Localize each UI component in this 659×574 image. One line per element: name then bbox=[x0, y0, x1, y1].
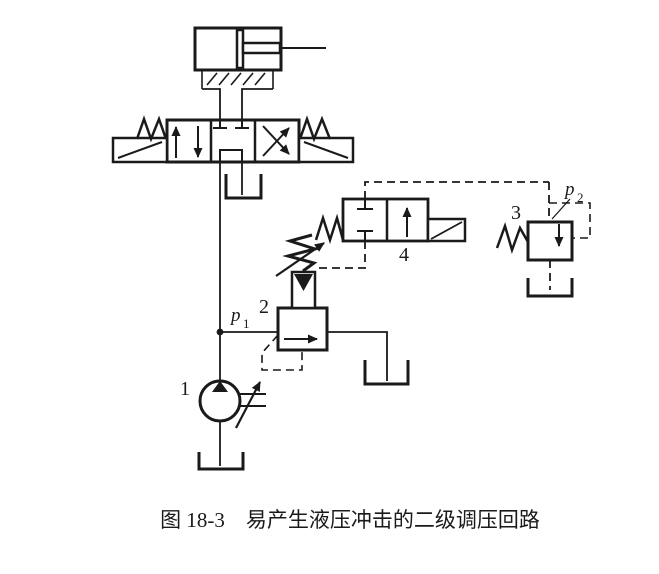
valve3-pilot-loop bbox=[549, 202, 591, 239]
blocked-position bbox=[357, 199, 373, 241]
pump-tank-icon bbox=[197, 452, 245, 471]
p1-label: p bbox=[229, 305, 241, 326]
pump-icon bbox=[197, 379, 266, 471]
solenoid-valve-icon bbox=[314, 181, 549, 269]
directional-valve-icon bbox=[111, 115, 355, 164]
valve3-tank-icon bbox=[526, 278, 574, 298]
piston-rod bbox=[241, 41, 282, 55]
left-solenoid-icon bbox=[111, 136, 169, 164]
right-spring-icon bbox=[298, 115, 332, 143]
pilot-cone-icon bbox=[294, 274, 313, 291]
pilot-line-to-valve2 bbox=[315, 241, 366, 269]
pilot-relief-valve-icon bbox=[261, 233, 410, 386]
left-spring-icon bbox=[135, 115, 168, 143]
relief-tank-icon bbox=[363, 360, 410, 386]
cylinder-mounting-hatch bbox=[201, 70, 274, 89]
p1-subscript: 1 bbox=[243, 316, 250, 331]
pressure-line bbox=[216, 162, 278, 381]
p2-label: p bbox=[563, 179, 575, 200]
adjustable-spring-icon bbox=[282, 233, 321, 273]
figure-caption: 图 18-3 易产生液压冲击的二级调压回路 bbox=[160, 508, 540, 532]
remote-relief-valve-icon bbox=[495, 182, 591, 298]
valve4-label: 4 bbox=[399, 244, 409, 266]
relief-outlet-line bbox=[327, 331, 388, 381]
variable-displacement-arrow bbox=[235, 381, 261, 429]
valve-position-center bbox=[213, 120, 249, 162]
valve-position-parallel bbox=[171, 126, 203, 158]
adjustment-arrow bbox=[275, 242, 325, 277]
pump-flow-triangle bbox=[212, 381, 228, 392]
sensing-pilot-line bbox=[261, 334, 303, 371]
valve3-spring-icon bbox=[495, 221, 530, 255]
valve-tank-icon bbox=[224, 162, 263, 200]
hydraulic-cylinder-icon bbox=[193, 26, 326, 120]
valve2-label: 2 bbox=[259, 296, 269, 318]
p2-leader-line bbox=[551, 198, 571, 220]
pump-label: 1 bbox=[180, 378, 190, 400]
pilot-line-to-valve3 bbox=[364, 181, 549, 199]
valve-position-crossed bbox=[262, 125, 290, 157]
p2-subscript: 2 bbox=[577, 190, 584, 205]
valve4-spring-icon bbox=[314, 213, 345, 245]
valve3-label: 3 bbox=[511, 202, 521, 224]
right-solenoid-icon bbox=[297, 136, 355, 164]
cylinder-to-valve-pipes bbox=[202, 88, 273, 120]
